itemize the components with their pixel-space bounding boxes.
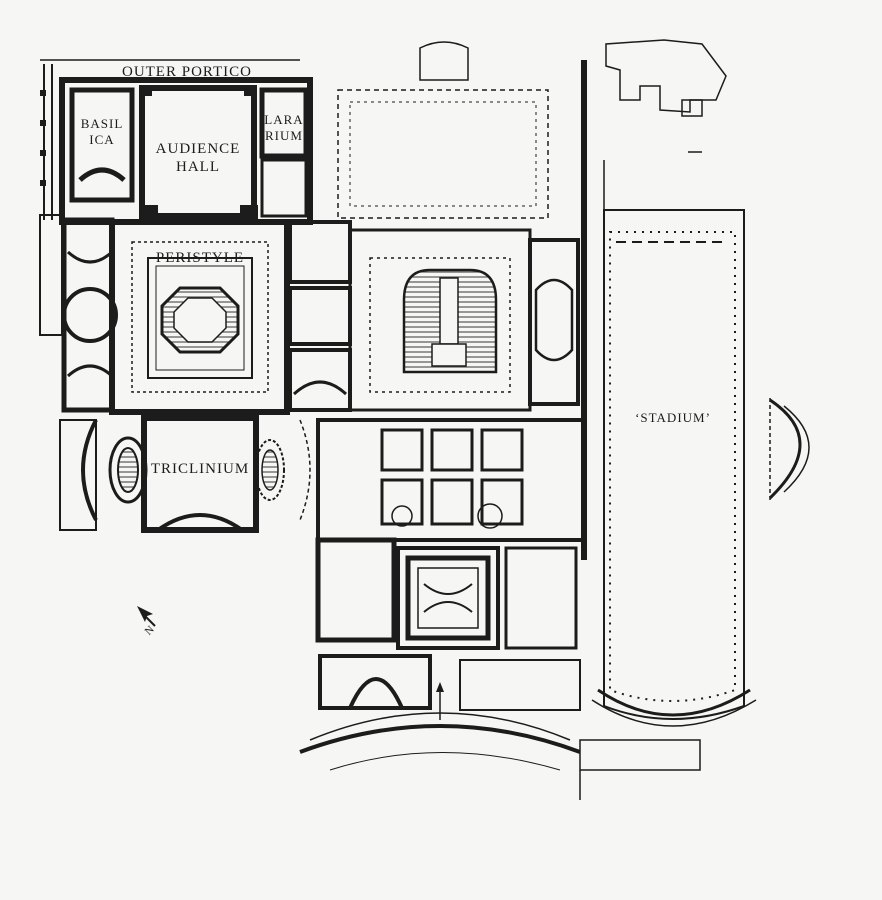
label-basilica: BASIL ICA (80, 116, 124, 147)
northeast-ruins (605, 39, 727, 153)
lower-complex (315, 418, 586, 711)
west-rooms (39, 214, 118, 413)
label-triclinium: TRICLINIUM (150, 461, 250, 477)
corridor-rooms (288, 220, 352, 412)
peristyle-block (109, 219, 290, 415)
label-stadium: ‘STADIUM’ (635, 410, 711, 425)
label-lararium: LARA RIUM (264, 112, 304, 143)
label-outer-portico: OUTER PORTICO (121, 64, 253, 80)
label-audience-hall: AUDIENCE HALL (155, 141, 241, 175)
north-arrow-icon: N (133, 602, 163, 638)
label-peristyle: PERISTYLE (155, 250, 245, 266)
east-rooms (528, 60, 587, 560)
triclinium-block (59, 415, 311, 533)
central-court (337, 41, 549, 412)
stadium-block (591, 160, 810, 727)
southern-exedra (299, 682, 701, 800)
